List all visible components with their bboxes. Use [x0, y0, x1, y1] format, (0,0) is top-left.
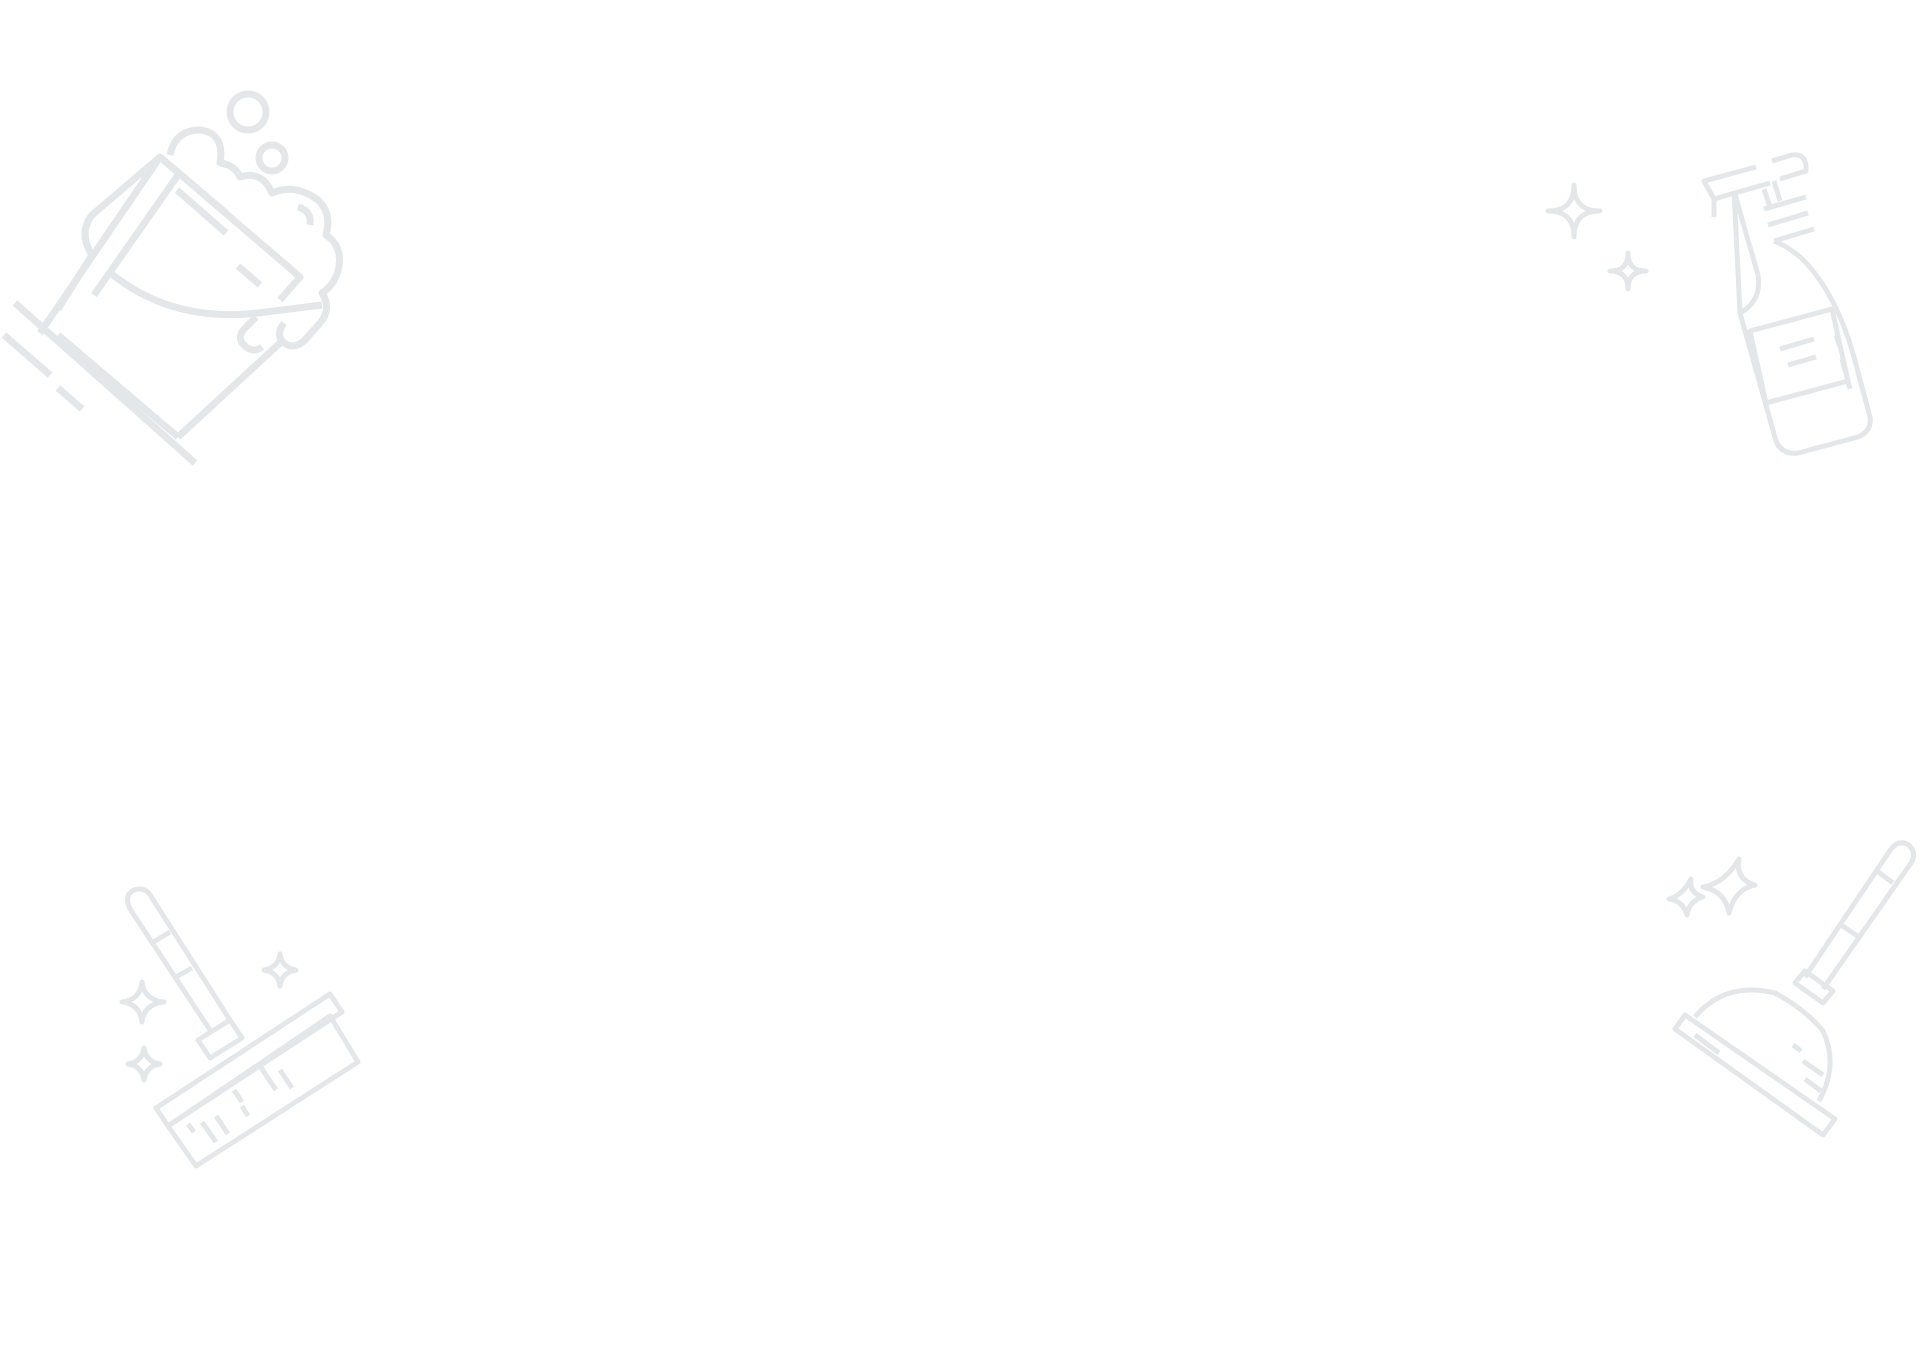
- spray-bottle-icon: [1536, 145, 1881, 456]
- cleaning-bucket-icon: [0, 85, 360, 485]
- broom-icon: [1655, 835, 1920, 1150]
- squeegee-icon: [112, 872, 382, 1172]
